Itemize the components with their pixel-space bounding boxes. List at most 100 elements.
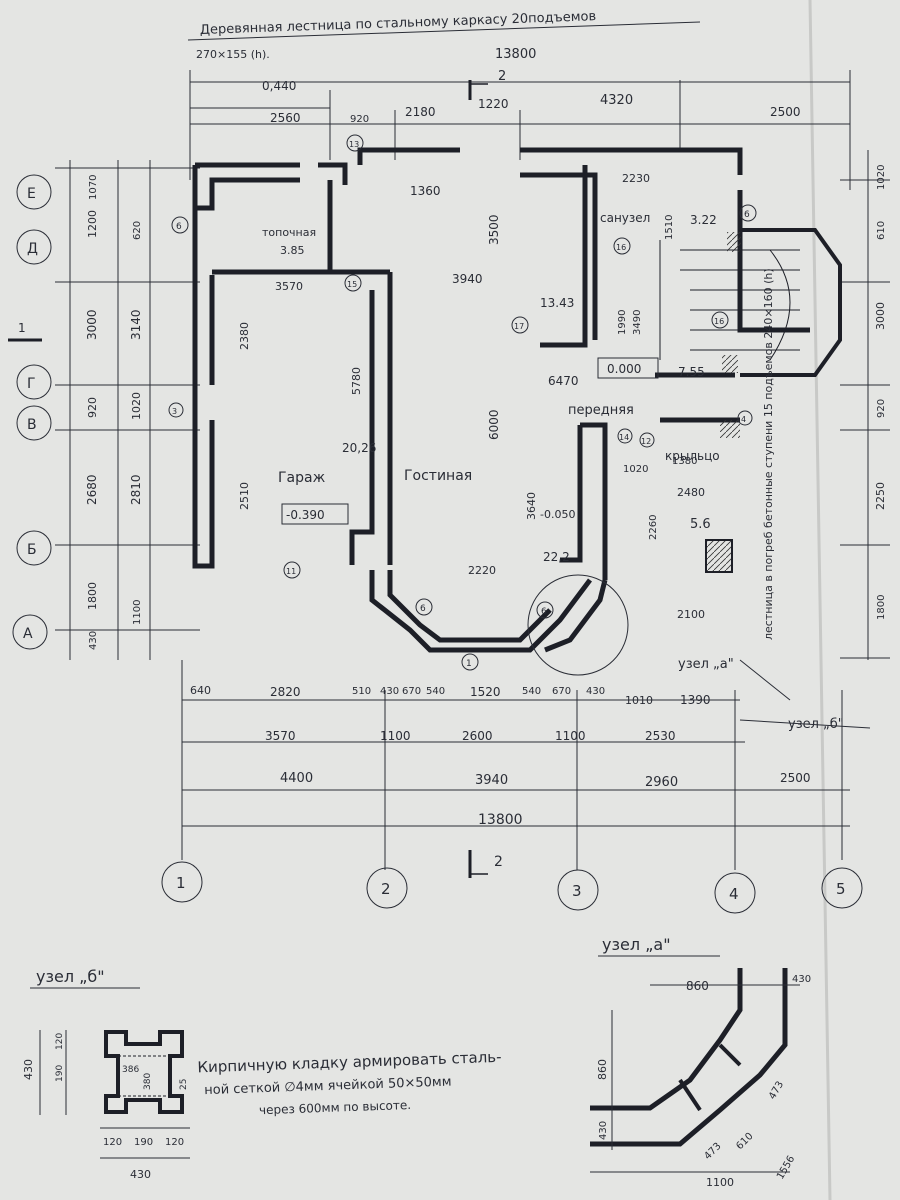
top-dimension-chains [189, 70, 851, 190]
masonry-note-line-3: через 600мм по высоте. [259, 1098, 412, 1117]
overall-dim-extra: 2500 [780, 771, 811, 785]
mid-dim-3: 2600 [462, 729, 493, 743]
right-dim-3: 3000 [874, 302, 887, 330]
axis-letter-e: Е [27, 186, 36, 202]
left-dim-5: 2680 [85, 474, 99, 505]
room-garage-area: 20,26 [342, 441, 376, 455]
axis-letter-g: Г [27, 376, 36, 392]
axis-number-5: 5 [836, 880, 846, 898]
bottom-dim-8: 540 [522, 686, 541, 697]
inner-dim-4: 3500 [487, 214, 501, 245]
hatch-stair [722, 355, 738, 373]
right-dimension-chains [840, 150, 890, 660]
mark-6a: 6 [420, 604, 426, 614]
room-boiler-name: топочная [262, 226, 316, 239]
left-dim-3: 3000 [85, 309, 99, 340]
top-dim-5: 1220 [478, 97, 509, 111]
inner-dim-7: 6470 [548, 374, 579, 388]
inner-dim-5: 1360 [410, 184, 441, 198]
bottom-dimension-chains [182, 699, 850, 827]
mark-13: 13 [349, 140, 359, 149]
axis-lines [181, 660, 843, 870]
node-b-dim-7: 120 [103, 1137, 122, 1148]
overall-width-bottom: 13800 [478, 812, 523, 828]
node-b-dim-1: 430 [22, 1059, 35, 1080]
right-dim-4: 920 [876, 399, 887, 418]
stair-note: Деревянная лестница по стальному каркасу… [200, 9, 597, 38]
mid-dim-1: 3570 [265, 729, 296, 743]
mark-12: 12 [641, 437, 651, 446]
left-dim-8: 620 [132, 221, 143, 240]
bottom-dim-5: 670 [402, 686, 421, 697]
node-a-detail-title: узел „а" [602, 935, 671, 954]
mark-6b: 6 [541, 607, 547, 617]
top-dim-2: 2560 [270, 111, 301, 125]
mid-dim-5: 2530 [645, 729, 676, 743]
node-a-dim-3: 860 [596, 1059, 609, 1080]
axis-letter-d: Д [27, 241, 38, 257]
node-a-dim-2: 430 [792, 974, 811, 985]
top-dim-6: 4320 [600, 93, 633, 108]
level-porch: -0.050 [540, 508, 575, 521]
axis-letter-v: В [27, 417, 37, 433]
room-living-name: Гостиная [404, 468, 472, 484]
inner-dim-6: 3570 [275, 280, 303, 293]
left-dim-10: 1020 [130, 392, 143, 420]
node-b-dim-5: 380 [143, 1073, 153, 1090]
mark-16a: 16 [616, 243, 626, 252]
room-porch-area: 5.6 [690, 517, 711, 532]
left-dim-1: 1070 [88, 175, 99, 200]
node-b-detail-title: узел „б" [36, 967, 105, 986]
axis-number-1: 1 [176, 874, 186, 892]
stair-basement-note: лестница в погреб бетонные ступени 15 по… [762, 268, 775, 640]
inner-dim-19: 1510 [664, 215, 675, 240]
room-bath-area: 3.22 [690, 213, 717, 227]
mark-11: 11 [286, 567, 296, 576]
room-bath-name: санузел [600, 211, 650, 225]
level-main: 0.000 [607, 362, 641, 376]
inner-dim-9: 2220 [468, 564, 496, 577]
inner-dim-12: 2260 [648, 515, 659, 540]
overall-width-top: 13800 [495, 47, 536, 62]
bottom-dim-2: 2820 [270, 685, 301, 699]
room-porch-name: крыльцо [665, 449, 720, 463]
overall-dim-mid: 3940 [475, 773, 508, 788]
axis-number-4: 4 [729, 885, 739, 903]
mark-4: 4 [741, 415, 746, 424]
node-a-dim-5: 610 [734, 1131, 755, 1152]
left-dim-12: 1100 [132, 600, 143, 625]
section-label-left: 1 [18, 321, 26, 335]
node-a-dim-6: 473 [702, 1141, 723, 1162]
node-a-dim-8: 1100 [706, 1176, 734, 1189]
section-mark-top: 2 [468, 69, 506, 100]
inner-dim-16: 2100 [677, 608, 705, 621]
node-b-dim-4: 386 [122, 1065, 139, 1075]
mid-dim-4: 1100 [555, 729, 586, 743]
node-b-dim-3: 190 [55, 1065, 65, 1082]
left-dim-7: 430 [88, 631, 99, 650]
inner-dim-1: 3940 [452, 272, 483, 286]
overall-dim-left: 4400 [280, 771, 313, 786]
inner-dim-2: 6000 [487, 409, 501, 440]
mark-16b: 16 [714, 317, 724, 326]
bottom-dim-11: 1010 [625, 694, 653, 707]
inner-dim-3: 5780 [350, 367, 363, 395]
top-dim-4: 2180 [405, 105, 436, 119]
right-dim-6: 1800 [876, 595, 887, 620]
room-hall-area: 7.55 [678, 365, 705, 379]
right-dim-5: 2250 [874, 482, 887, 510]
building-walls [192, 147, 810, 653]
mark-14: 14 [619, 433, 629, 442]
right-dim-1: 1020 [876, 165, 887, 190]
section-mark-bottom: 2 [468, 850, 503, 878]
mark-17: 17 [514, 322, 524, 331]
inner-dim-8: 3640 [525, 492, 538, 520]
right-dim-2: 610 [876, 221, 887, 240]
level-box-garage [281, 503, 349, 525]
mark-1: 1 [466, 659, 472, 669]
node-a-circle [527, 574, 629, 676]
top-dim-3: 920 [350, 114, 369, 125]
axis-letter-b: Б [27, 542, 37, 558]
inner-dim-13: 2480 [677, 486, 705, 499]
